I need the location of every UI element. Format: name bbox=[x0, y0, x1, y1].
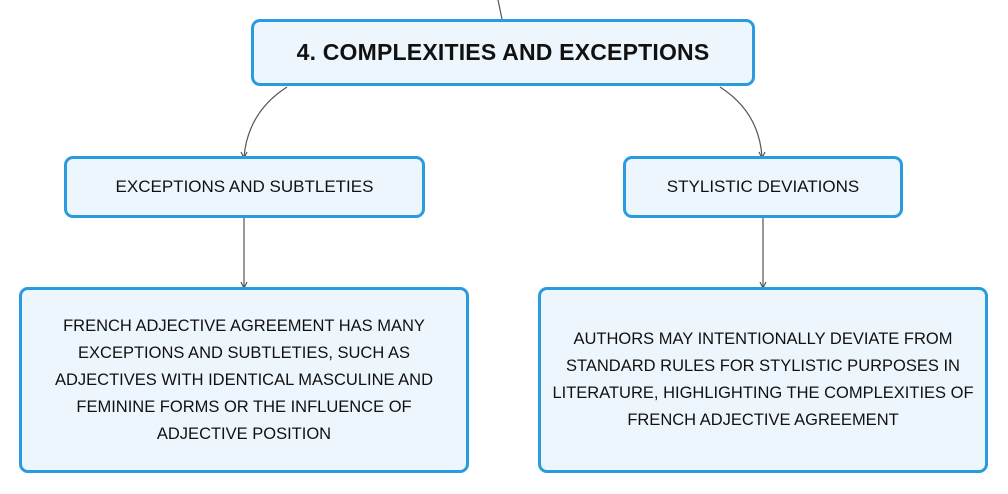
root-node-complexities-and-exceptions[interactable]: 4. COMPLEXITIES AND EXCEPTIONS bbox=[251, 19, 755, 86]
root-node-label: 4. COMPLEXITIES AND EXCEPTIONS bbox=[296, 39, 710, 65]
branch-node-label-exceptions: EXCEPTIONS AND SUBTLETIES bbox=[115, 177, 374, 196]
branch-node-exceptions-and-subtleties[interactable]: EXCEPTIONS AND SUBTLETIES bbox=[64, 156, 425, 218]
branch-node-stylistic-deviations[interactable]: STYLISTIC DEVIATIONS bbox=[623, 156, 903, 218]
detail-node-stylistic[interactable]: AUTHORS MAY INTENTIONALLY DEVIATE FROM S… bbox=[538, 287, 988, 473]
connector-root-to-exceptions bbox=[243, 86, 288, 158]
detail-node-exceptions[interactable]: FRENCH ADJECTIVE AGREEMENT HAS MANY EXCE… bbox=[19, 287, 469, 473]
detail-node-text-exceptions: FRENCH ADJECTIVE AGREEMENT HAS MANY EXCE… bbox=[54, 316, 434, 443]
connector-root-to-stylistic bbox=[719, 86, 763, 158]
detail-node-text-stylistic: AUTHORS MAY INTENTIONALLY DEVIATE FROM S… bbox=[552, 330, 974, 429]
branch-node-label-stylistic: STYLISTIC DEVIATIONS bbox=[666, 177, 860, 196]
connector-from-parent bbox=[497, 0, 503, 20]
